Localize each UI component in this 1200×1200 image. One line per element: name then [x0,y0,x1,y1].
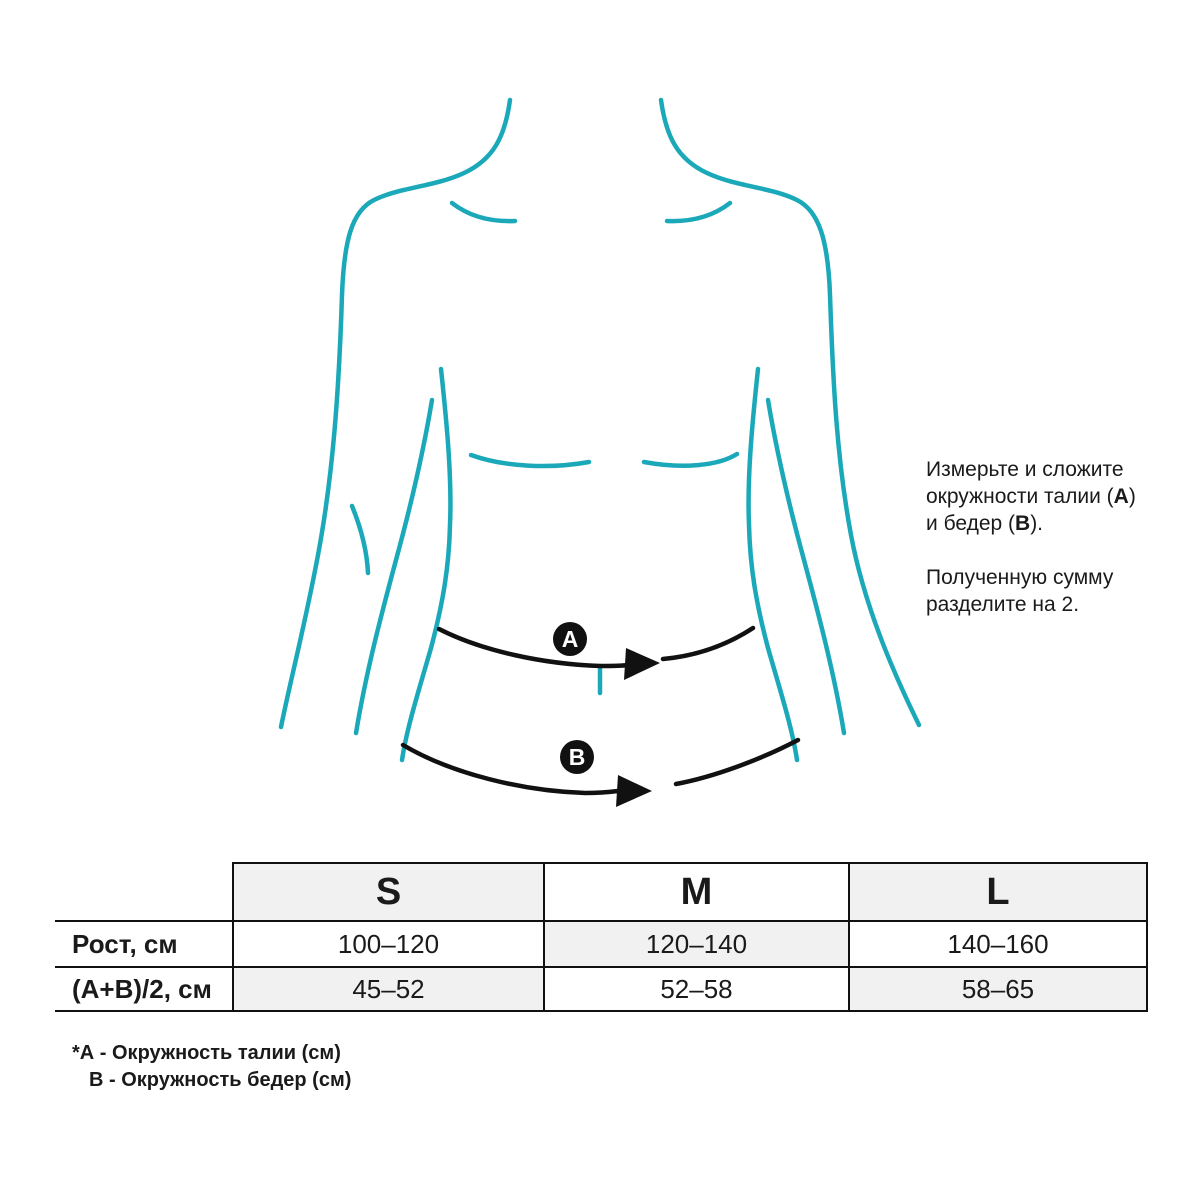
height-value-l: 140–160 [848,920,1148,966]
waist-measure-arrow: A [436,622,756,680]
instruction-line: разделите на 2. [926,593,1080,616]
table-corner-cell [55,862,232,920]
instruction-paragraph-2: Полученную сумму разделите на 2. [926,564,1156,618]
size-header-l: L [848,862,1148,920]
size-table: S M L Рост, см 100–120 120–140 140–160 (… [55,862,1148,1012]
torso-left-neck-arm-line [278,97,513,730]
waist-arrow-front-arc [436,626,631,669]
torso-left-inner-arm-line [353,397,435,736]
instruction-line: и бедер ( [926,512,1016,535]
marker-b-label: B [569,744,586,770]
ab-value-l: 58–65 [848,966,1148,1012]
row-label-ab-half: (A+B)/2, см [55,966,232,1012]
footnotes: *А - Окружность талии (см) В - Окружност… [72,1040,351,1094]
height-value-m: 120–140 [543,920,848,966]
right-chest-line [641,451,740,468]
instructions-text: Измерьте и сложите окружности талии (А) … [926,456,1156,645]
instruction-line: Полученную сумму [926,566,1114,589]
instruction-line: ). [1030,512,1044,535]
footnote-waist: *А - Окружность талии (см) [72,1042,341,1064]
marker-b-badge: B [560,740,594,774]
torso-right-inner-arm-line [765,397,847,736]
ab-value-m: 52–58 [543,966,848,1012]
instruction-line: ) [1128,485,1136,508]
torso-right-neck-arm-line [658,97,922,728]
torso-left-side-line [399,366,453,763]
torso-right-side-line [746,366,800,763]
height-value-s: 100–120 [232,920,543,966]
marker-a-ref: А [1113,485,1129,508]
hip-arrow-front-arc [400,742,621,796]
left-collarbone-line [449,200,518,224]
instruction-line: окружности талии ( [926,485,1114,508]
waist-arrowhead-icon [624,648,660,680]
row-label-height: Рост, см [55,920,232,966]
marker-b-ref: В [1015,512,1031,535]
ab-value-s: 45–52 [232,966,543,1012]
hip-arrow-back-arc [673,737,801,787]
waist-arrow-back-arc [660,625,756,662]
instruction-line: Измерьте и сложите [926,458,1124,481]
footnote-hips: В - Окружность бедер (см) [89,1069,352,1091]
instruction-paragraph-1: Измерьте и сложите окружности талии (А) … [926,456,1156,537]
measurement-diagram: A B [278,97,922,807]
torso-drawing [278,97,922,763]
left-elbow-crease-line [349,503,371,576]
marker-a-label: A [562,626,579,652]
marker-a-badge: A [553,622,587,656]
right-collarbone-line [664,200,733,224]
hip-measure-arrow: B [400,737,801,807]
left-chest-line [468,452,592,469]
size-header-s: S [232,862,543,920]
size-header-m: M [543,862,848,920]
hip-arrowhead-icon [616,775,652,807]
